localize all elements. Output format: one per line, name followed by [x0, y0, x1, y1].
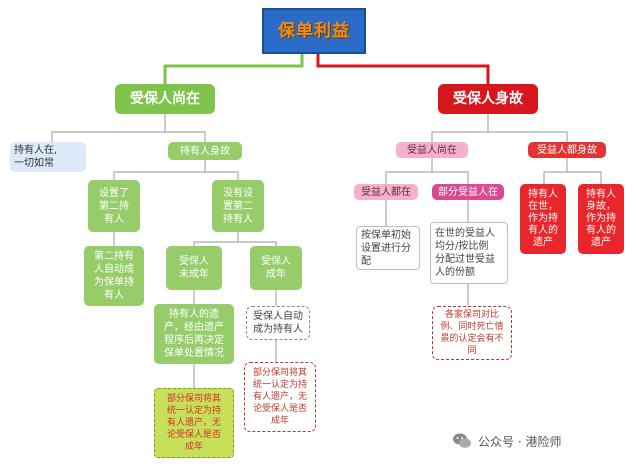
- note-company-adult: 部分保司将其 统一认定为持 有人遗产，无 论受保人是否 成年: [244, 362, 316, 432]
- node-no-second-holder: 没有设 置第二 持有人: [212, 180, 264, 232]
- node-adult-becomes-holder: 受保人自动 成为持有人: [246, 306, 310, 340]
- node-insured-alive: 受保人尚在: [115, 84, 215, 114]
- node-pay-surviving-beneficiaries: 在世的受益人 均分/按比例 分配过世受益 人的份额: [430, 222, 508, 284]
- node-pay-initial-setting: 按保单初始 设置进行分 配: [356, 226, 420, 270]
- node-all-beneficiaries-alive: 受益人都在: [354, 184, 418, 200]
- node-holder-dead: 持有人身故: [168, 142, 242, 160]
- node-insured-adult: 受保人 成年: [250, 246, 302, 290]
- node-has-second-holder: 设置了 第二持 有人: [88, 180, 140, 232]
- node-beneficiary-alive: 受益人尚在: [396, 142, 468, 158]
- node-insured-minor: 受保人 未成年: [166, 246, 222, 290]
- node-all-beneficiaries-dead: 受益人都身故: [528, 142, 606, 158]
- node-holder-alive-estate: 持有人 在世， 作为持 有人的 遗产: [520, 184, 566, 254]
- node-holder-dead-estate: 持有人 身故， 作为持 有人的 遗产: [578, 184, 624, 254]
- watermark-label: 公众号 · 港险师: [478, 434, 562, 449]
- wechat-icon: [452, 432, 472, 450]
- note-company-estate: 部分保司将其 统一认定为持 有人遗产，无 论受保人是否 成年: [154, 388, 234, 458]
- note-simultaneous-death: 各家保司对比 例、同时死亡情 景的认定会有不 同: [432, 306, 512, 360]
- node-insured-dead: 受保人身故: [438, 84, 538, 114]
- node-second-becomes-holder: 第二持有 人自动成 为保单持 有人: [84, 246, 144, 306]
- node-holder-alive: 持有人在, 一切如常: [10, 142, 86, 172]
- watermark: 公众号 · 港险师: [452, 430, 632, 452]
- node-estate-process: 持有人的遗 产，经由遗产 程序后再决定 保单处置情况: [154, 304, 234, 364]
- diagram-title: 保单利益: [262, 8, 366, 54]
- node-partial-beneficiaries-alive: 部分受益人在: [432, 184, 504, 200]
